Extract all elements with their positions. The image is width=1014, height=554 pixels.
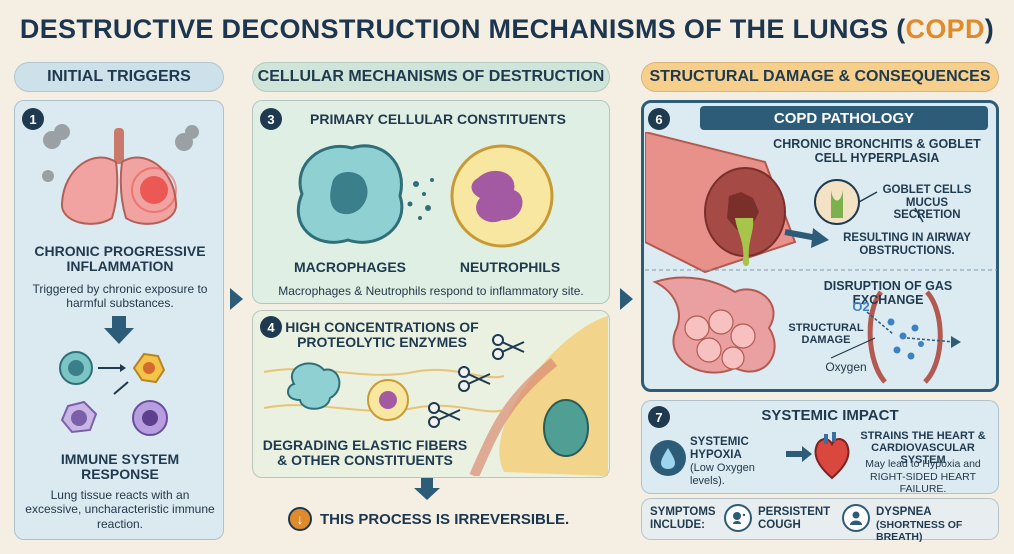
irreversible-note: ↓ THIS PROCESS IS IRREVERSIBLE. bbox=[288, 502, 578, 536]
cells-illustration bbox=[296, 144, 554, 248]
page-title: DESTRUCTIVE DECONSTRUCTION MECHANISMS OF… bbox=[0, 14, 1014, 45]
systemic-impact-title: SYSTEMIC IMPACT bbox=[761, 407, 899, 424]
down-arrow-icon-2 bbox=[414, 478, 440, 500]
cellular-caption: Macrophages & Neutrophils respond to inf… bbox=[278, 284, 584, 298]
left-lung-icon bbox=[60, 156, 119, 225]
degrading-text: DEGRADING ELASTIC FIBERS & OTHER CONSTIT… bbox=[262, 437, 468, 469]
step-badge-4: 4 bbox=[260, 316, 282, 338]
particles-icon bbox=[407, 178, 434, 220]
water-drop-icon bbox=[650, 440, 686, 476]
oxygen-particles-icon bbox=[887, 318, 924, 360]
lungs-illustration bbox=[42, 124, 199, 225]
down-arrow-icon bbox=[104, 316, 134, 344]
mucus-icon bbox=[735, 218, 754, 266]
hypoxia-note: (Low Oxygen levels). bbox=[690, 462, 755, 488]
neutrophils-label: NEUTROPHILS bbox=[459, 259, 561, 275]
immune-heading: IMMUNE SYSTEM RESPONSE bbox=[60, 451, 180, 483]
step-badge-6: 6 bbox=[648, 108, 670, 130]
dyspnea-note: (SHORTNESS OF BREATH) bbox=[876, 519, 963, 543]
flow-arrow-1 bbox=[230, 288, 243, 310]
hypoxia-label: SYSTEMIC HYPOXIA bbox=[690, 436, 749, 461]
inflammation-heading: CHRONIC PROGRESSIVE INFLAMMATION bbox=[34, 243, 206, 275]
oxygen-label: Oxygen bbox=[825, 360, 867, 374]
copd-pathology-title: COPD PATHOLOGY bbox=[700, 106, 988, 130]
inflammation-icon bbox=[140, 176, 168, 204]
down-circle-icon: ↓ bbox=[288, 507, 312, 531]
immune-cells-illustration bbox=[59, 351, 168, 436]
goblet-label: GOBLET CELLS MUCUS SECRETION bbox=[882, 184, 972, 222]
column-header-triggers: INITIAL TRIGGERS bbox=[14, 62, 224, 92]
irreversible-text: THIS PROCESS IS IRREVERSIBLE. bbox=[320, 510, 570, 528]
trachea-icon bbox=[114, 128, 124, 164]
dyspnea-label: DYSPNEA bbox=[876, 506, 932, 518]
column-header-structural: STRUCTURAL DAMAGE & CONSEQUENCES bbox=[641, 62, 999, 92]
heart-icon bbox=[814, 432, 850, 480]
step-badge-1: 1 bbox=[22, 108, 44, 130]
flow-arrow-2 bbox=[620, 288, 633, 310]
title-close: ) bbox=[984, 14, 995, 44]
cellular-heading: PRIMARY CELLULAR CONSTITUENTS bbox=[310, 111, 566, 127]
enzymes-heading: HIGH CONCENTRATIONS OF PROTEOLYTIC ENZYM… bbox=[285, 319, 479, 351]
enzymes-illustration bbox=[263, 316, 608, 476]
symptoms-label: SYMPTOMS INCLUDE: bbox=[650, 506, 716, 531]
panel-symptoms bbox=[641, 498, 999, 540]
o2-label: O2 bbox=[852, 299, 870, 314]
macrophages-label: MACROPHAGES bbox=[293, 259, 406, 275]
inflammation-text: Triggered by chronic exposure to harmful… bbox=[32, 282, 208, 311]
step-badge-3: 3 bbox=[260, 108, 282, 130]
obstruction-label: RESULTING IN AIRWAY OBSTRUCTIONS. bbox=[843, 232, 971, 257]
dyspnea-icon bbox=[842, 504, 870, 532]
title-accent: COPD bbox=[905, 14, 985, 44]
cell-nucleus-icon bbox=[543, 399, 589, 457]
structural-damage-label: STRUCTURAL DAMAGE bbox=[788, 322, 864, 347]
bronchitis-label: CHRONIC BRONCHITIS & GOBLET CELL HYPERPL… bbox=[773, 137, 981, 165]
immune-text: Lung tissue reacts with an excessive, un… bbox=[25, 488, 215, 531]
title-text: DESTRUCTIVE DECONSTRUCTION MECHANISMS OF… bbox=[19, 14, 906, 44]
right-arrow-icon bbox=[786, 446, 812, 462]
macrophage-small-icon bbox=[287, 362, 341, 410]
step-badge-7: 7 bbox=[648, 406, 670, 428]
heart-note: May lead to Hypoxia and RIGHT-SIDED HEAR… bbox=[865, 458, 981, 496]
column-header-cellular: CELLULAR MECHANISMS OF DESTRUCTION bbox=[252, 62, 610, 92]
cough-icon bbox=[724, 504, 752, 532]
heart-label: STRAINS THE HEART & CARDIOVASCULAR SYSTE… bbox=[860, 430, 986, 467]
scissors-icon bbox=[428, 334, 525, 428]
capillary-icon bbox=[867, 290, 887, 384]
gas-exchange-label: DISRUPTION OF GAS EXCHANGE bbox=[823, 279, 953, 307]
cough-label: PERSISTENT COUGH bbox=[758, 506, 831, 531]
pathology-illustration bbox=[645, 132, 997, 384]
smoke-icon bbox=[42, 124, 199, 182]
